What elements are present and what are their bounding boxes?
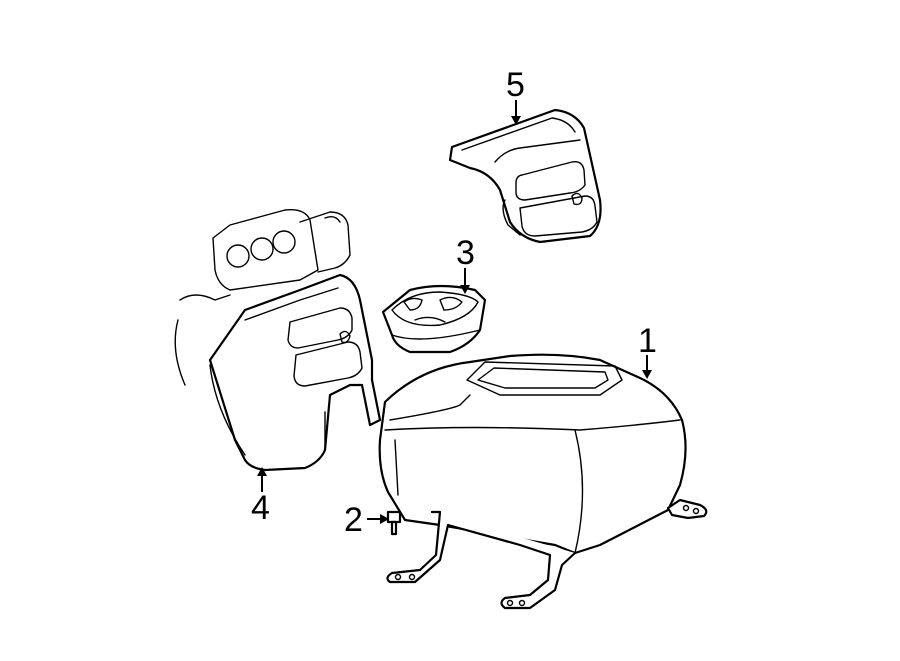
part-2-screw — [386, 510, 402, 536]
part-5-upper-bezel — [448, 108, 602, 244]
callout-5-label: 5 — [506, 66, 525, 104]
callout-3-label: 3 — [456, 234, 475, 272]
callout-4-label: 4 — [251, 489, 270, 527]
part-1-console — [378, 353, 708, 610]
callout-1-label: 1 — [638, 322, 657, 360]
part-4-lower-bezel — [174, 209, 382, 472]
callout-arrows — [257, 100, 652, 524]
part-3-cup-holder — [381, 284, 487, 354]
callout-2-label: 2 — [344, 501, 363, 539]
